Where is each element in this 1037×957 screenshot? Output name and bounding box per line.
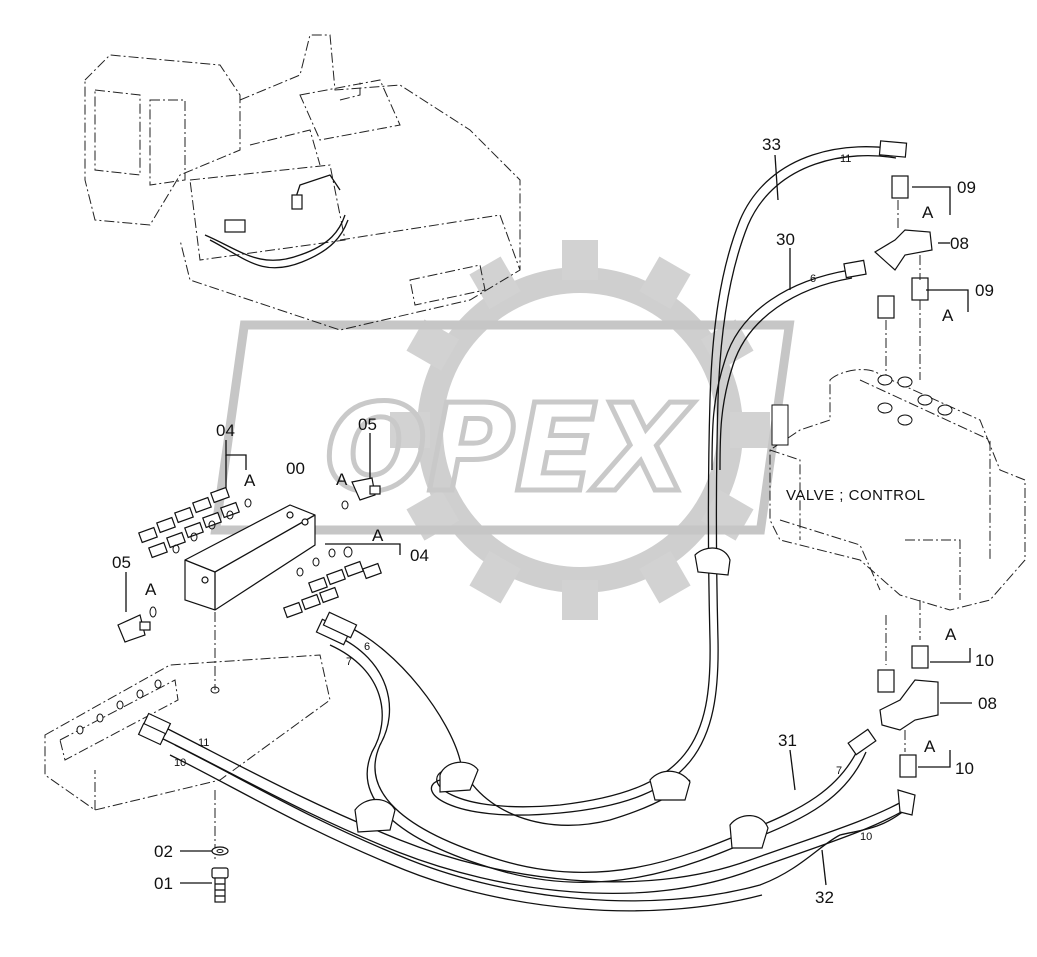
hose-mark: 7 bbox=[346, 656, 352, 668]
section-a-mark: A bbox=[336, 470, 348, 489]
leader-lines bbox=[125, 154, 972, 886]
callout-09-lower: 09 bbox=[975, 281, 994, 300]
bolt-01 bbox=[211, 867, 229, 903]
section-a-mark: A bbox=[945, 625, 957, 644]
hose-mark: 10 bbox=[174, 757, 186, 769]
valve-ports bbox=[771, 374, 953, 446]
callout-31: 31 bbox=[778, 731, 797, 750]
callout-10-upper: 10 bbox=[975, 651, 994, 670]
section-a-marks: A A A A A A A A A bbox=[145, 203, 957, 756]
section-a-mark: A bbox=[924, 737, 936, 756]
fittings-04-upper bbox=[138, 486, 240, 559]
excavator-hose-routing bbox=[204, 174, 349, 269]
fitting-05-upper bbox=[351, 477, 381, 501]
callout-05-lower: 05 bbox=[112, 553, 131, 572]
control-valve bbox=[769, 369, 1026, 611]
section-a-mark: A bbox=[942, 306, 954, 325]
fittings-04-lower bbox=[283, 560, 382, 619]
hose-mark: 11 bbox=[198, 737, 209, 749]
valve-bottom-fittings bbox=[877, 600, 939, 778]
hose-mark: 7 bbox=[836, 765, 842, 777]
excavator-illustration bbox=[84, 34, 521, 331]
hose-size-marks: 11 6 6 7 11 10 7 10 bbox=[174, 153, 872, 843]
watermark-text: OPEX bbox=[325, 380, 695, 519]
callout-04-lower: 04 bbox=[410, 546, 429, 565]
section-a-mark: A bbox=[145, 580, 157, 599]
callout-00: 00 bbox=[286, 459, 305, 478]
hose-mark: 6 bbox=[364, 641, 370, 653]
watermark-gear bbox=[390, 240, 770, 620]
frame-bracket bbox=[44, 654, 331, 811]
o-rings bbox=[149, 498, 353, 618]
callout-01: 01 bbox=[154, 874, 173, 893]
washer-02 bbox=[211, 846, 229, 856]
hose-mark: 11 bbox=[840, 153, 851, 165]
callout-33: 33 bbox=[762, 135, 781, 154]
bracket-holes bbox=[76, 679, 220, 735]
callout-02: 02 bbox=[154, 842, 173, 861]
callout-08-upper: 08 bbox=[950, 234, 969, 253]
hose-end-fittings bbox=[137, 140, 916, 816]
callout-32: 32 bbox=[815, 888, 834, 907]
component-label: VALVE ; CONTROL bbox=[786, 487, 925, 504]
section-a-mark: A bbox=[922, 203, 934, 222]
section-a-mark: A bbox=[244, 471, 256, 490]
callout-05-upper: 05 bbox=[358, 415, 377, 434]
hose-mark: 10 bbox=[860, 831, 872, 843]
hose-assemblies bbox=[154, 146, 909, 912]
hose-mark: 6 bbox=[810, 273, 816, 285]
hose-clamps bbox=[354, 547, 769, 849]
fitting-05-lower bbox=[117, 614, 151, 643]
callout-08-lower: 08 bbox=[978, 694, 997, 713]
callout-10-lower: 10 bbox=[955, 759, 974, 778]
callout-30: 30 bbox=[776, 230, 795, 249]
valve-top-fittings bbox=[873, 175, 933, 380]
callout-labels: 33 30 09 08 09 04 05 00 04 05 10 08 31 1… bbox=[112, 135, 997, 907]
callout-09-upper: 09 bbox=[957, 178, 976, 197]
section-a-mark: A bbox=[372, 526, 384, 545]
callout-04-upper: 04 bbox=[216, 421, 235, 440]
